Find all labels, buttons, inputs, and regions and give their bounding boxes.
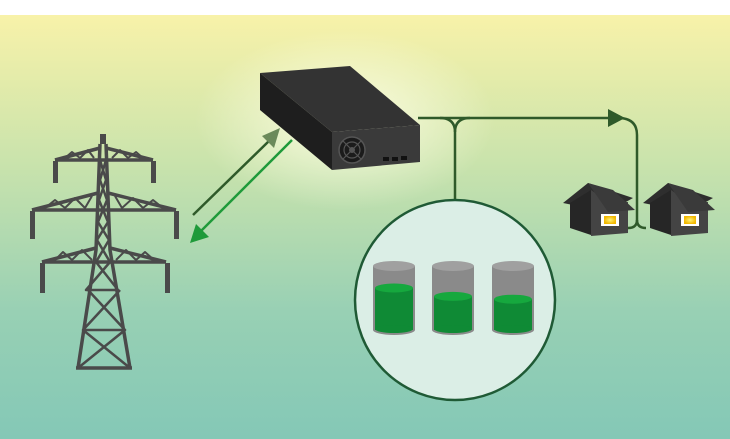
grid-export-arrow [192, 128, 280, 216]
house-icon [643, 183, 715, 236]
house-icon [563, 183, 635, 236]
battery-charge-level [375, 283, 413, 333]
power-pylon-icon [30, 134, 179, 370]
battery-cylinder [432, 261, 474, 335]
lit-window [681, 214, 699, 226]
battery-storage [353, 198, 557, 402]
lit-window [601, 214, 619, 226]
grid-import-arrow [190, 139, 293, 243]
power-wires [418, 116, 647, 230]
output-arrowhead [608, 109, 625, 127]
fan-icon [338, 136, 366, 164]
ports [383, 156, 407, 161]
battery-cylinder [373, 261, 415, 335]
battery-charge-level [434, 291, 472, 333]
battery-charge-level [494, 294, 532, 333]
battery-cylinder [492, 261, 534, 335]
inverter-box-icon [260, 66, 420, 170]
